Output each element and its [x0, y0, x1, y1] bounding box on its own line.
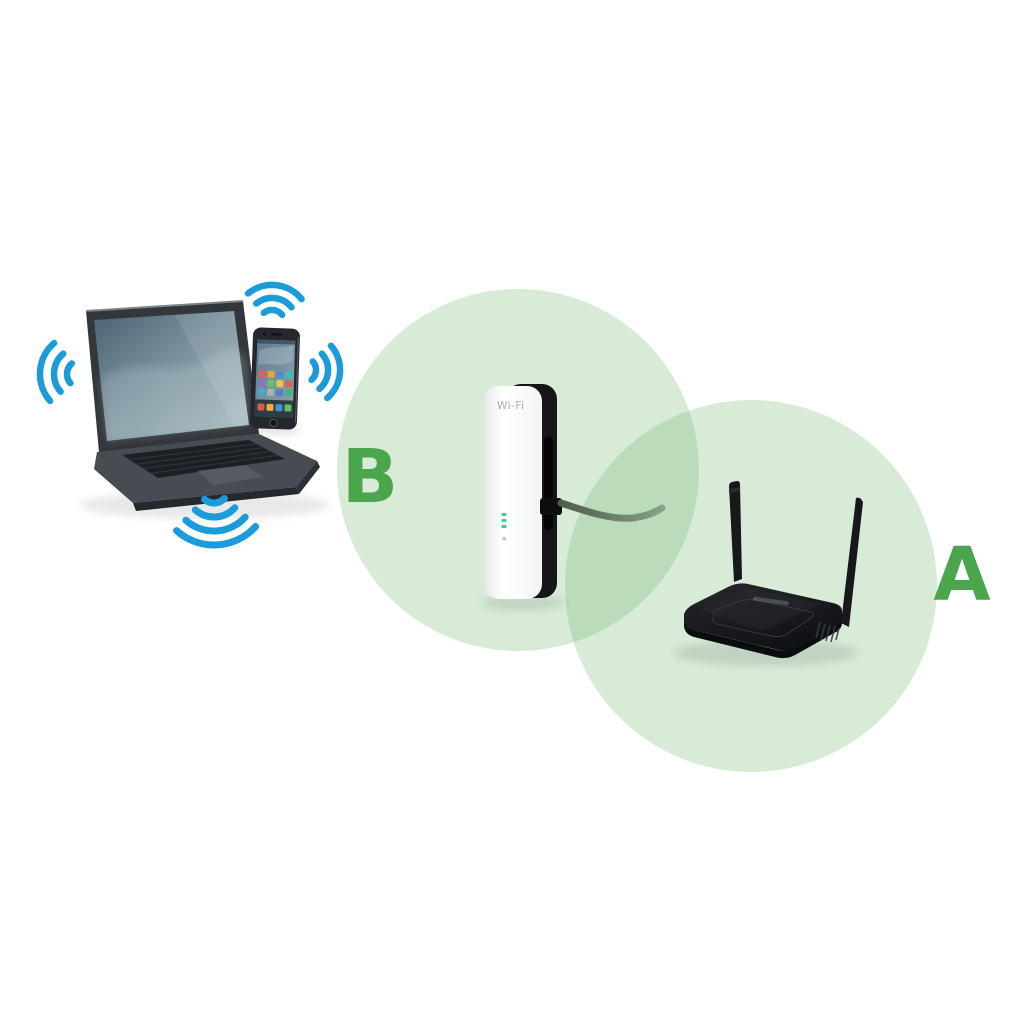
- smartphone-app-grid: [257, 370, 293, 397]
- laptop-trackpad: [197, 465, 264, 485]
- smartphone-wallpaper-wave: [258, 344, 294, 366]
- router-brand-strip: [753, 596, 789, 606]
- router-top-panel-seam: [712, 599, 815, 638]
- router-antenna-left: [729, 481, 742, 582]
- zone-label-b: B: [341, 434, 399, 520]
- extender-brand-label: Wi-Fi: [497, 400, 525, 412]
- wifi-extender: Wi-Fi: [481, 384, 666, 610]
- laptop-screen-glare: [175, 311, 249, 427]
- wifi-signal-icon-right: [308, 342, 344, 402]
- router-side-vents: [815, 621, 840, 643]
- laptop-base: [94, 434, 320, 511]
- smartphone-screen: [254, 339, 296, 418]
- wifi-signal-icon-top: [244, 281, 305, 319]
- extender-led-indicators: [501, 513, 507, 528]
- extender-cable-connector: [540, 498, 562, 515]
- laptop-lid: [85, 300, 259, 452]
- extender-shadow: [481, 596, 565, 610]
- smartphone: [249, 327, 302, 435]
- laptop-wallpaper-wave: [100, 348, 249, 441]
- zone-label-a: A: [933, 532, 991, 618]
- laptop-keyboard: [122, 440, 285, 478]
- smartphone-dock: [254, 399, 294, 418]
- wifi-signal-icon-bottom: [173, 494, 260, 549]
- wifi-router: [674, 481, 863, 666]
- extender-button-dot: [502, 537, 506, 541]
- router-antenna-right: [841, 497, 863, 627]
- extender-side-slot: [544, 436, 553, 530]
- laptop: [80, 300, 330, 519]
- extender-cable: [557, 499, 666, 522]
- smartphone-earpiece: [271, 333, 282, 336]
- router-top-face: [684, 583, 842, 651]
- smartphone-camera: [263, 332, 267, 336]
- smartphone-home-button: [269, 418, 278, 428]
- extender-front-face: [484, 386, 542, 599]
- router-front-face: [684, 616, 842, 659]
- wifi-signal-icon-left: [36, 339, 76, 405]
